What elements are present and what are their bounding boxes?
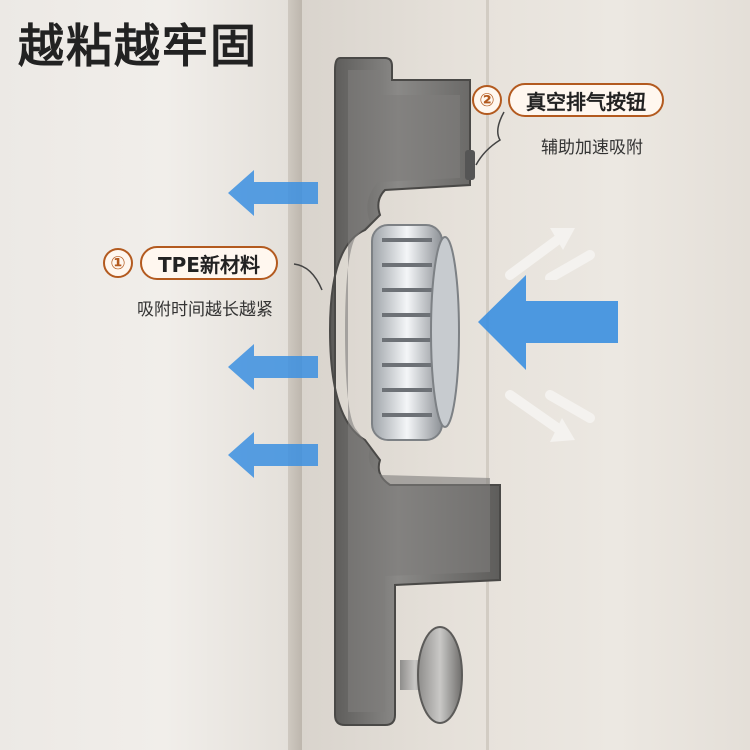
callout-number-2: ② xyxy=(472,85,502,115)
arrow-left-icon xyxy=(478,275,618,370)
arrow-left-icon xyxy=(228,344,318,390)
arrow-right-icon xyxy=(505,228,595,280)
headline: 越粘越牢固 xyxy=(18,19,258,73)
callout-number-1: ① xyxy=(103,248,133,278)
callout-label-1: TPE新材料 xyxy=(140,246,278,280)
callout-description-1: 吸附时间越长越紧 xyxy=(137,300,273,320)
arrow-left-icon xyxy=(228,170,318,216)
callout-description-2: 辅助加速吸附 xyxy=(541,138,643,158)
arrow-right-icon xyxy=(505,390,595,442)
wall-seam xyxy=(486,0,489,750)
arrow-left-icon xyxy=(228,432,318,478)
vacuum-button-icon xyxy=(465,150,475,180)
callout-label-2: 真空排气按钮 xyxy=(508,83,664,117)
